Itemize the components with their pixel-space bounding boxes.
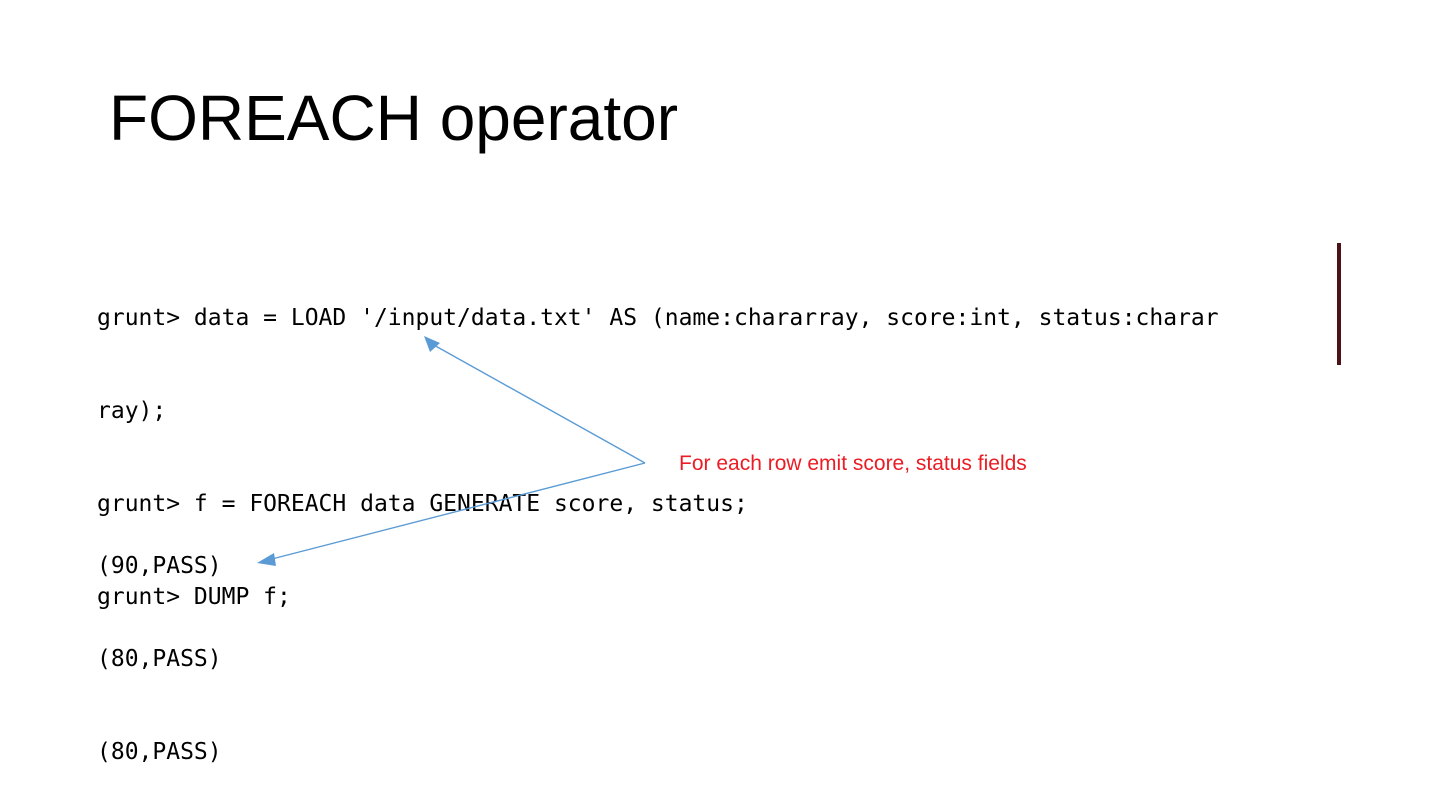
terminal-line: grunt> DUMP f; xyxy=(97,584,291,610)
right-edge-bar xyxy=(1337,243,1341,365)
terminal-line: grunt> f = FOREACH data GENERATE score, … xyxy=(97,491,748,517)
output-row: (80,PASS) xyxy=(97,646,222,672)
page-title: FOREACH operator xyxy=(109,82,679,154)
terminal-output-block: (90,PASS) (80,PASS) (80,PASS) (40,FAIL) … xyxy=(97,489,222,810)
output-row: (90,PASS) xyxy=(97,553,222,579)
terminal-line: ray); xyxy=(97,398,167,424)
annotation-label: For each row emit score, status fields xyxy=(679,452,1027,475)
output-row: (80,PASS) xyxy=(97,739,222,765)
terminal-command-block: grunt> data = LOAD '/input/data.txt' AS … xyxy=(97,241,1219,675)
terminal-line: grunt> data = LOAD '/input/data.txt' AS … xyxy=(97,305,1219,331)
